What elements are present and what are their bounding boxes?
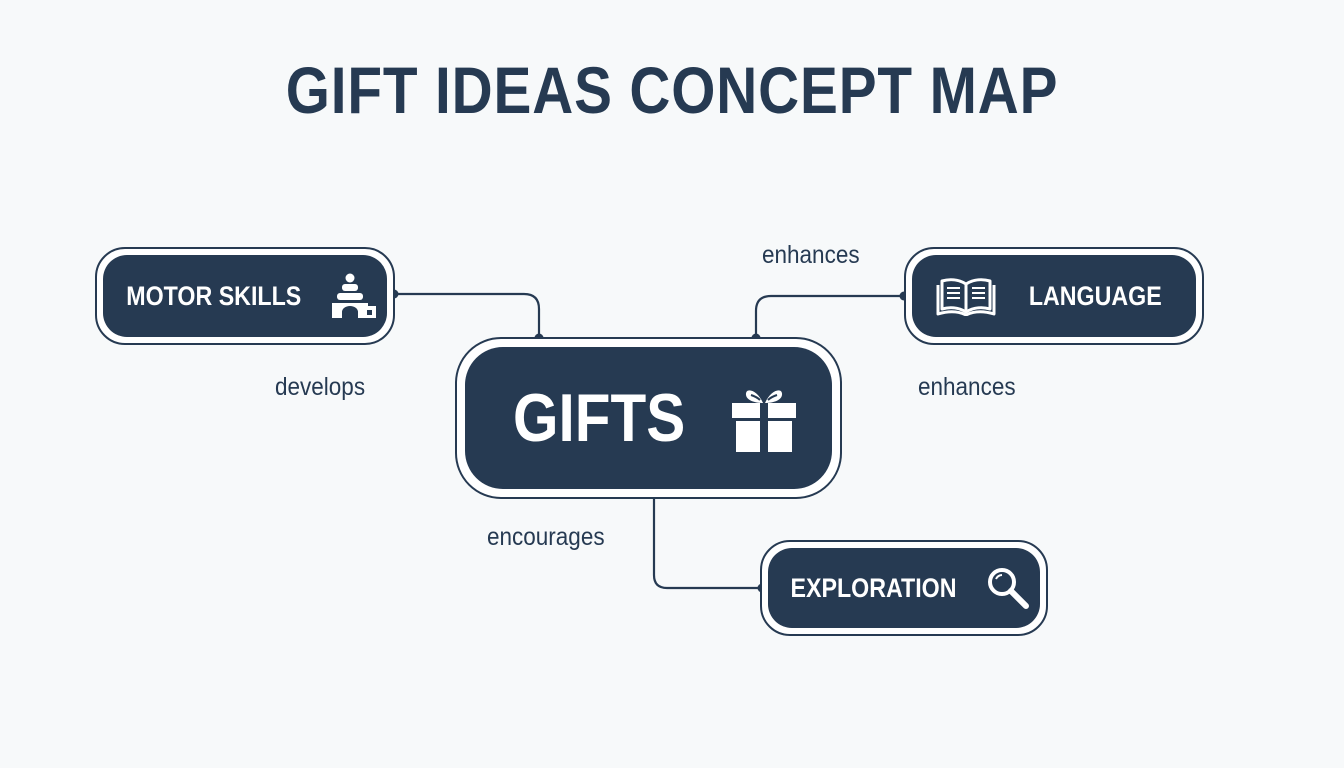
connector-exploration — [652, 498, 762, 590]
edge-label-encourages: encourages — [487, 523, 605, 551]
node-motor-skills: MOTOR SKILLS — [95, 247, 395, 345]
node-label: GIFTS — [513, 380, 686, 456]
node-label: EXPLORATION — [790, 572, 957, 603]
edge-label-enhances-top: enhances — [762, 241, 860, 269]
node-exploration: EXPLORATION — [760, 540, 1048, 636]
magnifier-icon — [985, 566, 1031, 610]
node-language: LANGUAGE — [904, 247, 1204, 345]
connector-motor-skills — [394, 292, 541, 338]
edge-label-develops: develops — [275, 373, 366, 401]
gift-icon — [730, 383, 798, 453]
connector-language — [754, 294, 904, 338]
node-gifts: GIFTS — [455, 337, 842, 499]
stacking-toy-icon — [330, 273, 378, 319]
node-label: LANGUAGE — [1028, 280, 1162, 311]
open-book-icon — [936, 276, 996, 316]
node-label: MOTOR SKILLS — [126, 280, 302, 311]
edge-label-enhances: enhances — [918, 373, 1016, 401]
page-title: GIFT IDEAS CONCEPT MAP — [285, 53, 1059, 127]
